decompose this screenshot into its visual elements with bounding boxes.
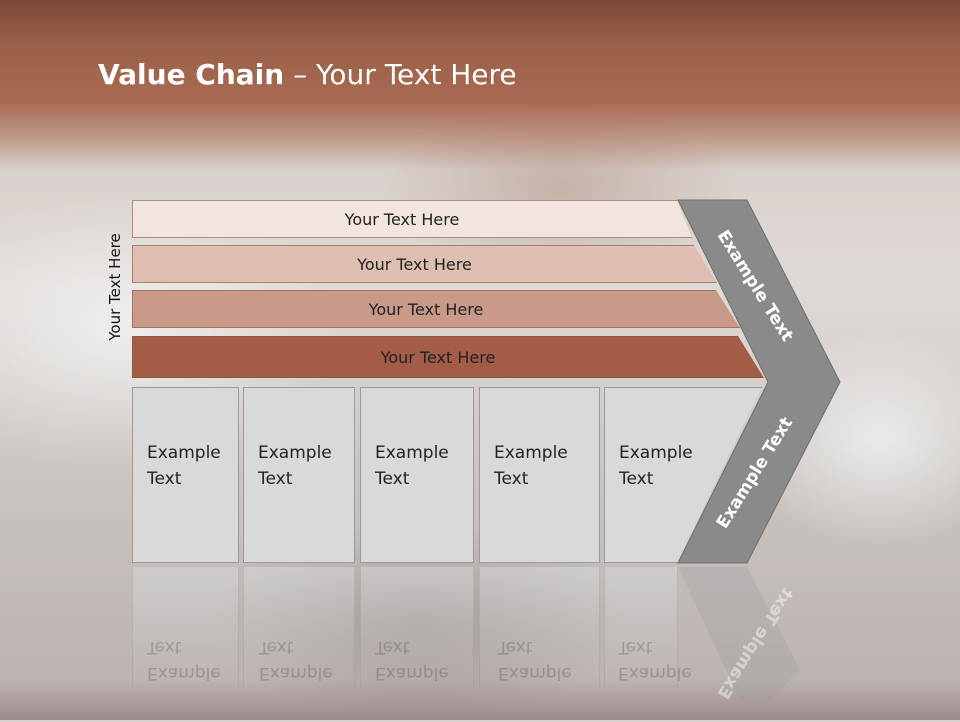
column-1-line1: Example	[147, 443, 221, 463]
column-1-reflection	[132, 567, 239, 687]
row-2-label: Your Text Here	[357, 254, 472, 274]
column-5-line2: Text	[619, 469, 654, 489]
column-2-line2: Text	[258, 469, 293, 489]
column-4-line2: Text	[494, 469, 529, 489]
side-label: Your Text Here	[106, 233, 124, 341]
column-4: Example Text	[479, 387, 600, 563]
column-3-line2: Text	[375, 469, 410, 489]
column-1-line2: Text	[147, 469, 182, 489]
title-band	[0, 0, 960, 170]
row-4: Your Text Here	[132, 336, 764, 378]
title-rest: – Your Text Here	[284, 58, 517, 91]
row-4-label: Your Text Here	[380, 347, 496, 367]
column-2-line1: Example	[258, 443, 332, 463]
column-5-line1: Example	[619, 443, 693, 463]
slide-title: Value Chain – Your Text Here	[98, 55, 517, 95]
column-3-line1: Example	[375, 443, 449, 463]
row-3: Your Text Here	[132, 290, 740, 328]
column-2: Example Text	[243, 387, 355, 563]
row-3-label: Your Text Here	[368, 299, 484, 319]
title-bold: Value Chain	[98, 58, 285, 91]
column-2-reflection	[243, 567, 355, 687]
column-1: Example Text	[132, 387, 239, 563]
row-2: Your Text Here	[132, 245, 717, 283]
row-1-label: Your Text Here	[344, 209, 460, 229]
column-4-line1: Example	[494, 443, 568, 463]
column-5-reflection	[604, 567, 678, 687]
row-1: Your Text Here	[132, 200, 692, 238]
column-4-reflection	[479, 567, 600, 687]
column-3: Example Text	[360, 387, 474, 563]
column-3-reflection	[360, 567, 474, 687]
